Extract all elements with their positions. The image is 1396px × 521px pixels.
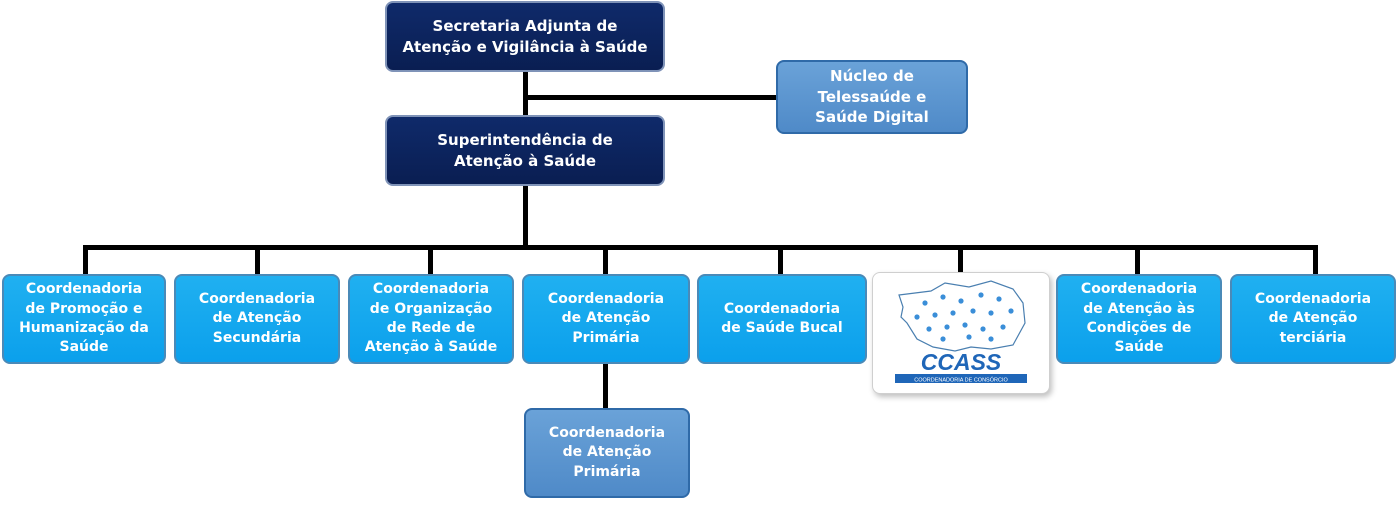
node-superintendencia: Superintendência de Atenção à Saúde [385, 115, 665, 186]
connector-drop-2 [255, 245, 260, 275]
connector-primary-to-sub [603, 362, 608, 412]
connector-drop-7 [1135, 245, 1140, 275]
connector-drop-1 [83, 245, 88, 275]
state-map-outline [898, 280, 1026, 352]
connector-super-to-bus [523, 185, 528, 250]
connector-to-side-box [523, 95, 778, 100]
ccass-logo-subtitle: COORDENADORIA DE CONSÓRCIO [914, 377, 1008, 384]
node-coord-atencao-condicoes: Coordenadoria de Atenção às Condições de… [1056, 274, 1222, 364]
node-coord-saude-bucal: Coordenadoria de Saúde Bucal [697, 274, 867, 364]
ccass-logo-card: CCASS COORDENADORIA DE CONSÓRCIO [872, 272, 1050, 394]
ccass-logo-text: CCASS [921, 349, 1002, 375]
node-coord-atencao-terciaria: Coordenadoria de Atenção terciária [1230, 274, 1396, 364]
connector-top-to-super [523, 70, 528, 118]
node-secretaria-adjunta: Secretaria Adjunta de Atenção e Vigilânc… [385, 1, 665, 72]
map-dots [914, 292, 1014, 342]
connector-horizontal-bus [83, 245, 1318, 250]
connector-drop-3 [428, 245, 433, 275]
connector-drop-5 [778, 245, 783, 275]
logo-underline-bar [895, 374, 1027, 383]
node-coord-promocao-humanizacao: Coordenadoria de Promoção e Humanização … [2, 274, 166, 364]
connector-drop-4 [603, 245, 608, 275]
node-coord-atencao-secundaria: Coordenadoria de Atenção Secundária [174, 274, 340, 364]
node-sub-coord-atencao-primaria: Coordenadoria de Atenção Primária [524, 408, 690, 498]
connector-drop-8 [1313, 245, 1318, 275]
node-coord-organizacao-rede: Coordenadoria de Organização de Rede de … [348, 274, 514, 364]
node-coord-atencao-primaria: Coordenadoria de Atenção Primária [522, 274, 690, 364]
connector-drop-6 [958, 245, 963, 273]
node-nucleo-telessaude: Núcleo de Telessaúde e Saúde Digital [776, 60, 968, 134]
ccass-logo-image: CCASS COORDENADORIA DE CONSÓRCIO [895, 280, 1027, 384]
